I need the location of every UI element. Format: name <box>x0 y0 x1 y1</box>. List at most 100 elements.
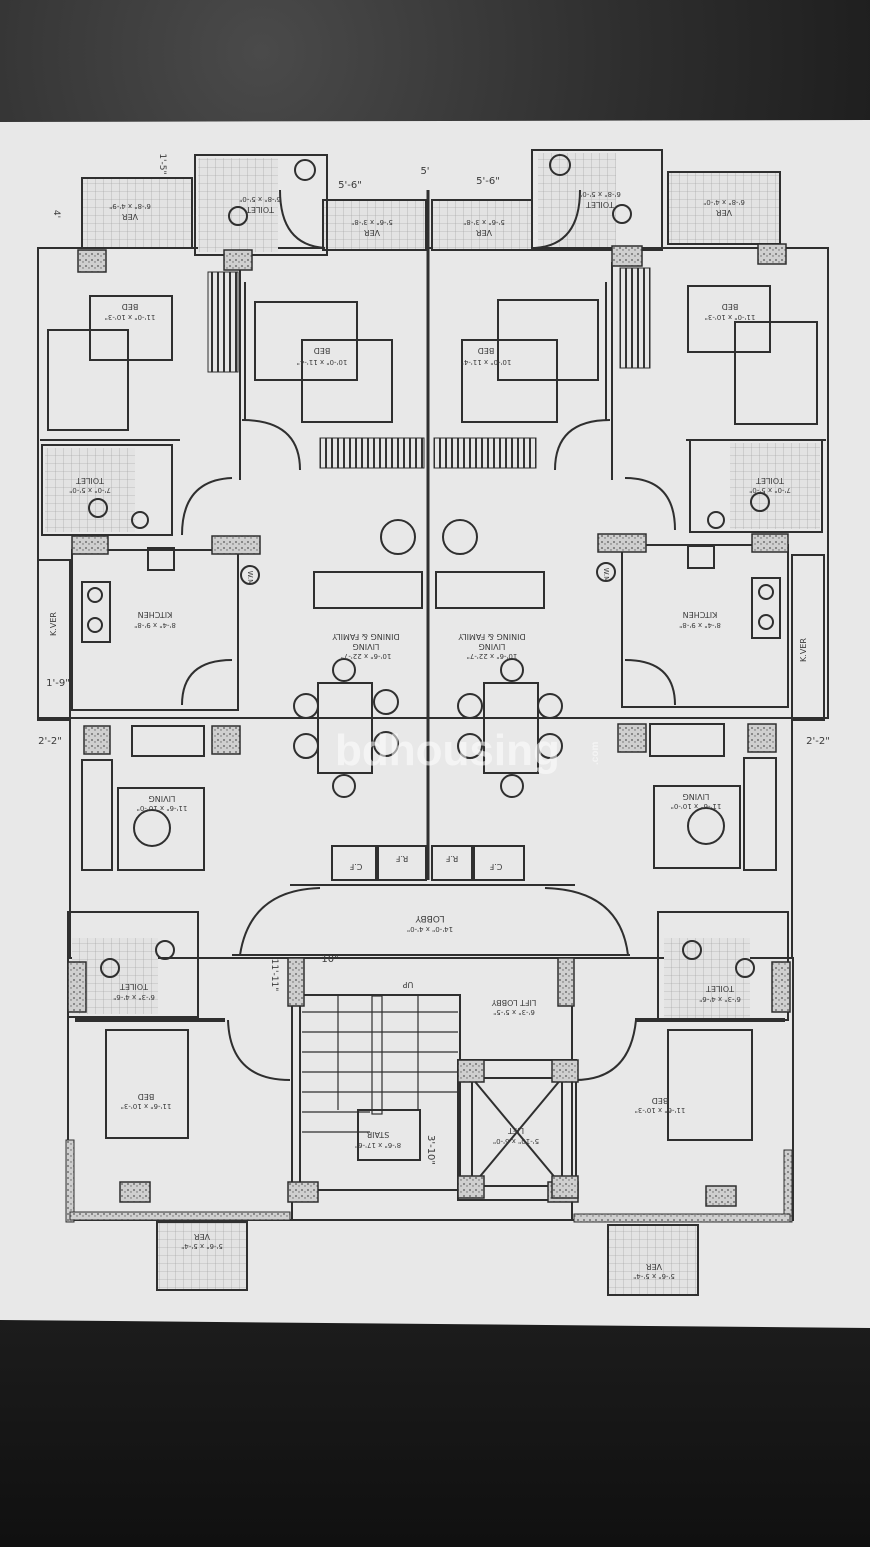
stair-label: STAIR <box>366 1130 389 1139</box>
dim-2-2-right: 2'-2" <box>806 736 830 747</box>
wm-l: W.M <box>246 571 254 585</box>
ver-tl-size: 6'-8" x 4'-9" <box>109 202 151 210</box>
toilet-ml-size: 7'-0" x 5'-0" <box>69 486 111 494</box>
ver-cr-size: 5'-6" x 3'-8" <box>463 218 505 226</box>
toilet-tr-size: 6'-8" x 5'-0" <box>579 190 621 198</box>
ver-tr-label: VER <box>716 208 733 217</box>
kver-l <box>37 559 71 721</box>
leather-background <box>0 0 870 130</box>
ver-cr-label: VER <box>476 228 493 237</box>
dining-l-sub: LIVING <box>353 642 380 651</box>
lobby-arc <box>239 884 629 956</box>
toilet-tl-label: TOILET <box>246 205 275 214</box>
bed-lr-size: 11'-6" x 10'-3" <box>635 1106 686 1114</box>
ver-cl-size: 5'-6" x 3'-8" <box>351 218 393 226</box>
ver-cl-label: VER <box>364 228 381 237</box>
ver-br-label: VER <box>646 1262 663 1271</box>
cf-r: C.F <box>489 862 502 871</box>
dim-2-2-left: 2'-2" <box>38 736 62 747</box>
toilet-mr-size: 7'-0" x 5'-0" <box>749 486 791 494</box>
watermark: bdhousing <box>335 726 560 775</box>
kitchen-r-size: 8'-4" x 9'-8" <box>679 621 721 629</box>
lobby-label: LOBBY <box>415 913 445 923</box>
watermark-suffix: .com <box>590 742 601 765</box>
living-r-label: LIVING <box>683 792 710 801</box>
living-r-size: 11'-6" x 10'-0" <box>671 802 722 810</box>
wm-r: W.M <box>602 568 610 582</box>
dim-5-6-right: 5'-6" <box>476 176 500 187</box>
toilet-tr-label: TOILET <box>586 200 615 209</box>
toilet-mr <box>689 439 823 533</box>
stair-size: 8'-6" x 17'-6" <box>355 1141 401 1149</box>
bed-ucr-label: BED <box>478 346 495 355</box>
dim-10: 10" <box>321 954 338 965</box>
toilet-tr <box>531 149 663 251</box>
lift-label: LIFT <box>508 1126 524 1135</box>
kver-r: K.VER <box>799 638 808 662</box>
lower-outer-wall <box>67 957 794 1221</box>
toilet-tl-size: 6'-8" x 5'-0" <box>239 195 281 203</box>
bed-ll-size: 11'-6" x 10'-3" <box>121 1102 172 1110</box>
veranda-tr <box>667 171 781 245</box>
paper-sheet <box>0 120 870 1328</box>
lift-lobby-size: 6'-3" x 5'-5" <box>493 1008 535 1016</box>
dim-1-5: 1'-5" <box>157 153 167 174</box>
ver-tr-size: 6'-8" x 4'-0" <box>703 198 745 206</box>
kitchen-l <box>71 549 239 711</box>
dark-background <box>0 1320 870 1547</box>
living-l-label: LIVING <box>149 794 176 803</box>
dim-3-10: 3'-10" <box>425 1135 436 1165</box>
kitchen-l-label: KITCHEN <box>138 610 173 619</box>
bed-ll-label: BED <box>138 1092 155 1101</box>
dim-5-6-left: 5'-6" <box>338 180 362 191</box>
dim-4: 4' <box>51 210 61 218</box>
dining-r-size: 10'-6" x 22'-7" <box>467 652 518 660</box>
toilet-br-label: TOILET <box>706 984 735 993</box>
kver-l: K.VER <box>49 612 58 636</box>
lift-lobby-label: LIFT LOBBY <box>492 998 537 1007</box>
bed-ucl-size: 10'-0" x 11'-4" <box>297 358 348 366</box>
veranda-br <box>607 1224 699 1296</box>
cf-l: C.F <box>349 862 362 871</box>
toilet-br-size: 6'-3" x 4'-6" <box>699 995 741 1003</box>
dining-r-label: DINING & FAMILY <box>458 632 525 641</box>
toilet-tl <box>194 154 328 256</box>
toilet-bl-size: 6'-3" x 4'-6" <box>113 993 155 1001</box>
veranda-cl <box>322 199 427 251</box>
up-label: UP <box>402 980 413 989</box>
toilet-ml <box>41 444 173 536</box>
veranda-tl <box>81 177 193 249</box>
dim-11-11: 11'-11" <box>269 959 279 992</box>
toilet-bl-label: TOILET <box>120 982 149 991</box>
rf-r: R.F <box>445 854 458 863</box>
ver-bl-size: 5'-6" x 5'-4" <box>181 1242 223 1250</box>
bed-ucl-label: BED <box>314 346 331 355</box>
lift-box <box>457 1059 577 1201</box>
toilet-mr-label: TOILET <box>756 476 785 485</box>
bed-ul-label: BED <box>122 302 139 311</box>
dim-5-center: 5' <box>420 166 429 177</box>
dining-l-size: 10'-6" x 22'-7" <box>341 652 392 660</box>
kver-r <box>791 554 825 721</box>
living-l-size: 11'-6" x 10'-0" <box>137 804 188 812</box>
kitchen-l-size: 8'-4" x 9'-8" <box>134 621 176 629</box>
kitchen-r-label: KITCHEN <box>683 610 718 619</box>
bed-ur-size: 11'-0" x 10'-3" <box>705 313 756 321</box>
bed-ucr-size: 10'-0" x 11'-4" <box>461 358 512 366</box>
stair <box>299 994 461 1191</box>
ver-br-size: 5'-6" x 5'-4" <box>633 1272 675 1280</box>
toilet-ml-label: TOILET <box>76 476 105 485</box>
ver-tl-label: VER <box>122 212 139 221</box>
bed-lr-label: BED <box>652 1096 669 1105</box>
bed-ur-label: BED <box>722 302 739 311</box>
lobby-size: 14'-0" x 4'-0" <box>407 925 453 933</box>
dim-1-9: 1'-9" <box>46 678 70 689</box>
dining-r-sub: LIVING <box>479 642 506 651</box>
lift-car <box>471 1077 563 1187</box>
bed-ul-size: 11'-0" x 10'-3" <box>105 313 156 321</box>
dining-l-label: DINING & FAMILY <box>332 632 399 641</box>
veranda-bl <box>156 1221 248 1291</box>
lift-size: 5'-10" x 6'-0" <box>493 1137 539 1145</box>
